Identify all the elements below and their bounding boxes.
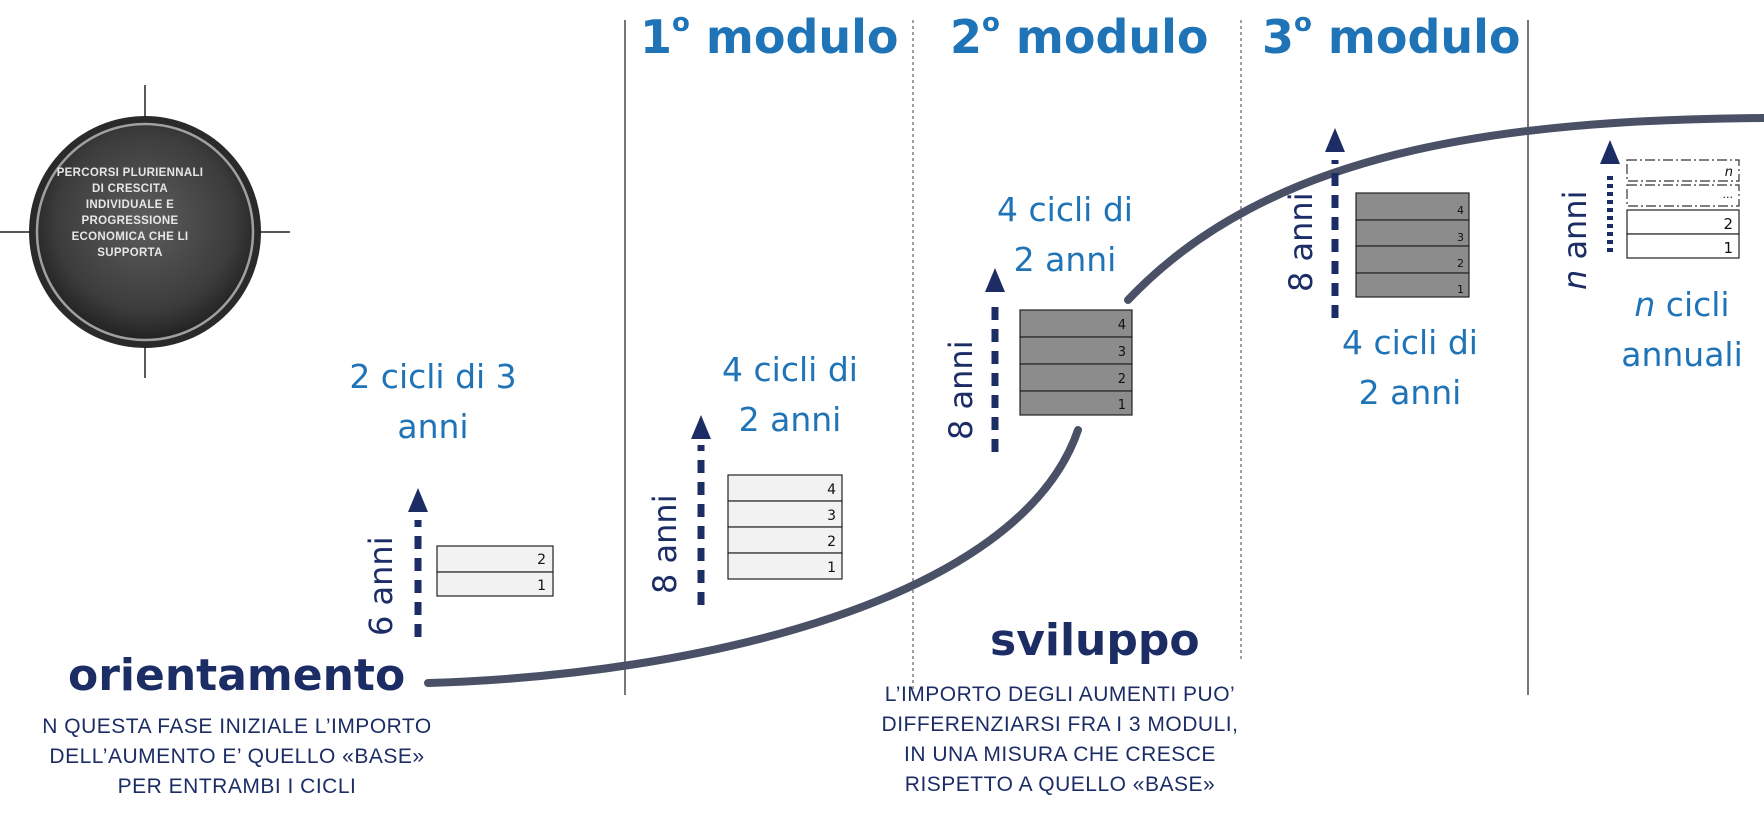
cycles-label-stage-2: 4 cicli di 2 anni xyxy=(690,345,890,445)
box-label: 3 xyxy=(1118,345,1126,360)
cycles-label-stage-3: 4 cicli di 2 anni xyxy=(965,185,1165,285)
growth-curve-lower xyxy=(424,426,1082,687)
badge-crosshair xyxy=(0,85,290,378)
cycles-line-1: 4 cicli di xyxy=(1342,323,1478,362)
note-line: PER ENTRAMBI I CICLI xyxy=(117,775,357,798)
note-line: RISPETTO A QUELLO «BASE» xyxy=(904,773,1216,796)
growth-curve-upper xyxy=(1124,114,1764,304)
box-label: n xyxy=(1725,165,1733,180)
cycles-n: n xyxy=(1634,285,1656,324)
arrow-stage-1 xyxy=(408,488,428,637)
note-line: DELL’AUMENTO E’ QUELLO «BASE» xyxy=(49,745,425,768)
years-label-stage-5: n anni xyxy=(1556,190,1594,290)
cycles-label-stage-4: 4 cicli di 2 anni xyxy=(1310,318,1510,418)
arrow-stage-3 xyxy=(985,268,1005,452)
module-number: 2 xyxy=(950,10,983,64)
arrow-stage-5 xyxy=(1600,140,1620,252)
years-text: anni xyxy=(1556,190,1594,270)
box-label: 1 xyxy=(1723,239,1733,257)
box-stack-stage-1: 2 1 xyxy=(436,545,554,597)
arrow-stage-4 xyxy=(1325,128,1345,318)
phase-title-orientamento: orientamento xyxy=(68,650,406,701)
module-label: modulo xyxy=(705,10,899,64)
box-label: ... xyxy=(1723,188,1734,201)
box-stack-stage-5: n ... 2 1 xyxy=(1626,159,1740,259)
box-stack-stage-4: 4 3 2 1 xyxy=(1355,192,1470,298)
cycles-line-1: 4 cicli di xyxy=(997,190,1133,229)
cycles-label-stage-1: 2 cicli di 3 anni xyxy=(318,352,548,452)
box-label: 3 xyxy=(827,508,836,524)
cycles-line-2: 2 anni xyxy=(1013,240,1117,279)
module-header-2: 2o modulo xyxy=(950,8,1209,64)
cycles-text: cicli xyxy=(1655,285,1730,324)
cycles-line-1: 4 cicli di xyxy=(722,350,858,389)
box-label: 2 xyxy=(1723,215,1733,233)
note-line: IN UNA MISURA CHE CRESCE xyxy=(904,743,1216,766)
note-line: DIFFERENZIARSI FRA I 3 MODULI, xyxy=(881,713,1239,736)
years-label-stage-4: 8 anni xyxy=(1282,192,1320,292)
arrow-stage-2 xyxy=(691,415,711,605)
box-stack-stage-3: 4 3 2 1 xyxy=(1019,309,1133,416)
cycles-line-2: anni xyxy=(397,407,469,446)
phase-note-orientamento: N QUESTA FASE INIZIALE L’IMPORTO DELL’AU… xyxy=(0,712,482,802)
cycles-line-2: annuali xyxy=(1621,335,1743,374)
module-number: 3 xyxy=(1262,10,1295,64)
years-label-stage-3: 8 anni xyxy=(942,340,980,440)
cycles-line-1: n cicli xyxy=(1600,280,1764,330)
module-number: 1 xyxy=(640,10,673,64)
box-label: 2 xyxy=(827,534,836,550)
box-label: 1 xyxy=(1457,283,1464,296)
box-label: 3 xyxy=(1457,231,1464,244)
years-label-stage-2: 8 anni xyxy=(646,494,684,594)
module-ordinal: o xyxy=(982,8,1000,38)
module-header-3: 3o modulo xyxy=(1262,8,1521,64)
phase-title-sviluppo: sviluppo xyxy=(990,615,1200,666)
note-line: N QUESTA FASE INIZIALE L’IMPORTO xyxy=(42,715,432,738)
box-label: 4 xyxy=(1457,204,1464,217)
module-ordinal: o xyxy=(672,8,690,38)
years-label-stage-1: 6 anni xyxy=(362,536,400,636)
box-label: 4 xyxy=(1118,318,1126,333)
box-label: 4 xyxy=(827,482,836,498)
box-label: 1 xyxy=(1118,398,1126,413)
cycles-label-stage-5: n cicli annuali xyxy=(1600,280,1764,380)
box-label: 2 xyxy=(537,552,546,568)
module-label: modulo xyxy=(1327,10,1521,64)
years-n: n xyxy=(1556,269,1594,290)
note-line: L’IMPORTO DEGLI AUMENTI PUO’ xyxy=(884,683,1236,706)
badge-text: PERCORSI PLURIENNALI DI CRESCITA INDIVID… xyxy=(56,167,204,259)
module-ordinal: o xyxy=(1294,8,1312,38)
cycles-line-2: 2 anni xyxy=(738,400,842,439)
box-label: 2 xyxy=(1457,257,1464,270)
module-header-1: 1o modulo xyxy=(640,8,899,64)
box-label: 2 xyxy=(1118,372,1126,387)
cycles-line-2: 2 anni xyxy=(1358,373,1462,412)
box-stack-stage-2: 4 3 2 1 xyxy=(727,474,843,580)
box-label: 1 xyxy=(827,560,836,576)
phase-note-sviluppo: L’IMPORTO DEGLI AUMENTI PUO’ DIFFERENZIA… xyxy=(830,680,1290,800)
cycles-line-1: 2 cicli di 3 xyxy=(349,357,517,396)
box-label: 1 xyxy=(537,578,546,594)
module-label: modulo xyxy=(1015,10,1209,64)
